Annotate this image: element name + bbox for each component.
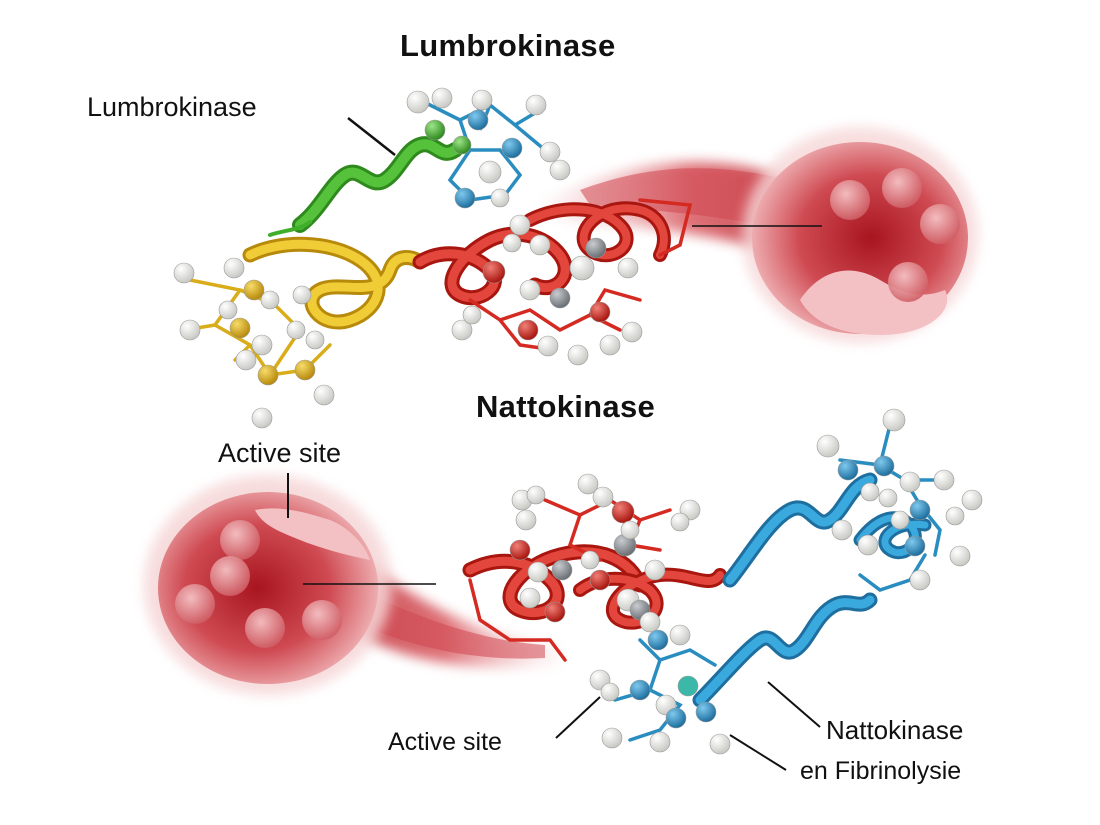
- title-lumbrokinase: Lumbrokinase: [400, 28, 616, 63]
- upper-vesicle: [830, 180, 870, 220]
- upper-vesicle: [882, 168, 922, 208]
- callout-active-site-lower: Active site: [388, 728, 502, 756]
- lower-clot: [144, 475, 560, 695]
- leader-lines: [287, 117, 822, 771]
- callout-lumbrokinase: Lumbrokinase: [87, 92, 257, 122]
- upper-clot-tail-core: [580, 168, 790, 230]
- title-nattokinase: Nattokinase: [476, 389, 656, 424]
- lower-vesicle: [175, 584, 215, 624]
- upper-clot: [540, 127, 978, 343]
- leader-lumbrokinase: [347, 117, 396, 156]
- nattokinase-protein: [462, 408, 983, 755]
- upper-clot-bite: [800, 270, 948, 335]
- callout-nattokinase: Nattokinase: [826, 715, 964, 745]
- leader-active-site-lower: [555, 696, 601, 739]
- lower-vesicle: [210, 556, 250, 596]
- yellow-domain: [183, 236, 428, 377]
- leader-fibrinolysis: [729, 734, 787, 771]
- lower-clot-bite: [255, 508, 370, 560]
- atoms-lower: [509, 408, 983, 755]
- lower-clot-tail-core: [340, 580, 545, 659]
- lower-vesicle: [302, 600, 342, 640]
- leader-nattokinase: [767, 681, 821, 728]
- lumbrokinase-protein: [173, 87, 693, 429]
- upper-vesicle: [920, 204, 960, 244]
- lower-vesicle: [220, 520, 260, 560]
- upper-vesicle: [888, 262, 928, 302]
- callout-fibrinolysis: en Fibrinolysie: [800, 757, 962, 785]
- lower-vesicle: [245, 608, 285, 648]
- callout-active-site-upper: Active site: [218, 438, 342, 468]
- green-helix: [268, 136, 463, 237]
- atoms-upper: [173, 87, 643, 429]
